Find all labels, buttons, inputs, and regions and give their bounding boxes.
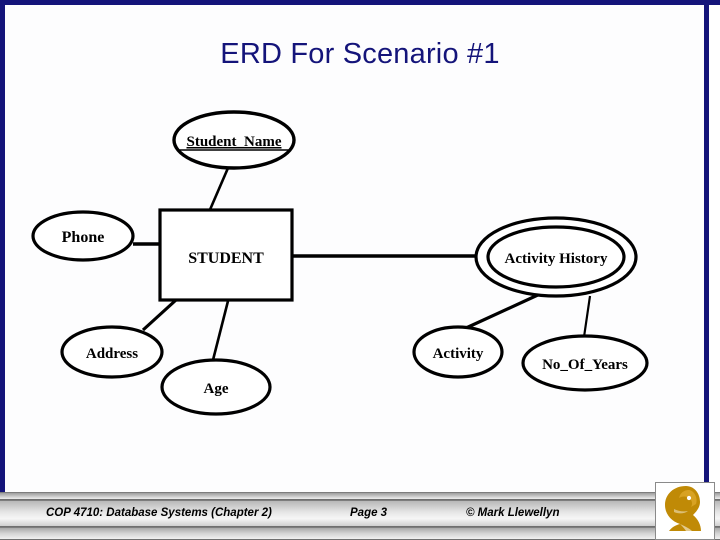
attribute-no-of-years[interactable]: No_Of_Years — [521, 334, 649, 392]
footer-copyright: © Mark Llewellyn — [466, 507, 560, 519]
attribute-phone[interactable]: Phone — [31, 210, 135, 262]
attribute-activity-history-label: Activity History — [505, 251, 608, 267]
slide-border-right — [704, 0, 709, 492]
slide-border-top — [0, 0, 720, 5]
page-title: ERD For Scenario #1 — [220, 38, 500, 70]
attribute-address-label: Address — [86, 346, 138, 362]
entity-student[interactable]: STUDENT — [158, 208, 294, 302]
attribute-age-label: Age — [204, 381, 229, 397]
slide-footer: COP 4710: Database Systems (Chapter 2) P… — [0, 492, 720, 540]
ucf-pegasus-logo — [655, 482, 715, 540]
attribute-address[interactable]: Address — [60, 325, 164, 379]
connector-age — [211, 300, 230, 361]
slide-border-left — [0, 0, 5, 492]
connector-student-name — [207, 167, 230, 213]
attribute-activity[interactable]: Activity — [412, 325, 504, 379]
connector-no-of-years — [582, 295, 592, 338]
footer-page-number: Page 3 — [350, 507, 388, 519]
erd-diagram: STUDENT Student_Name Phone Address — [31, 110, 649, 416]
connector-activity — [465, 292, 541, 330]
attribute-activity-label: Activity — [433, 346, 484, 362]
connector-address — [141, 298, 178, 332]
attribute-student-name[interactable]: Student_Name — [172, 110, 296, 170]
entity-student-label: STUDENT — [188, 250, 264, 267]
footer-band-bottom — [0, 527, 720, 540]
footer-band-middle — [0, 500, 720, 527]
attribute-phone-label: Phone — [62, 229, 105, 246]
footer-course-label: COP 4710: Database Systems (Chapter 2) — [46, 507, 272, 519]
attribute-no-of-years-label: No_Of_Years — [542, 357, 628, 373]
attribute-student-name-label: Student_Name — [186, 134, 281, 150]
footer-band-top — [0, 492, 720, 500]
attribute-activity-history[interactable]: Activity History — [474, 216, 638, 298]
attribute-age[interactable]: Age — [160, 358, 272, 416]
